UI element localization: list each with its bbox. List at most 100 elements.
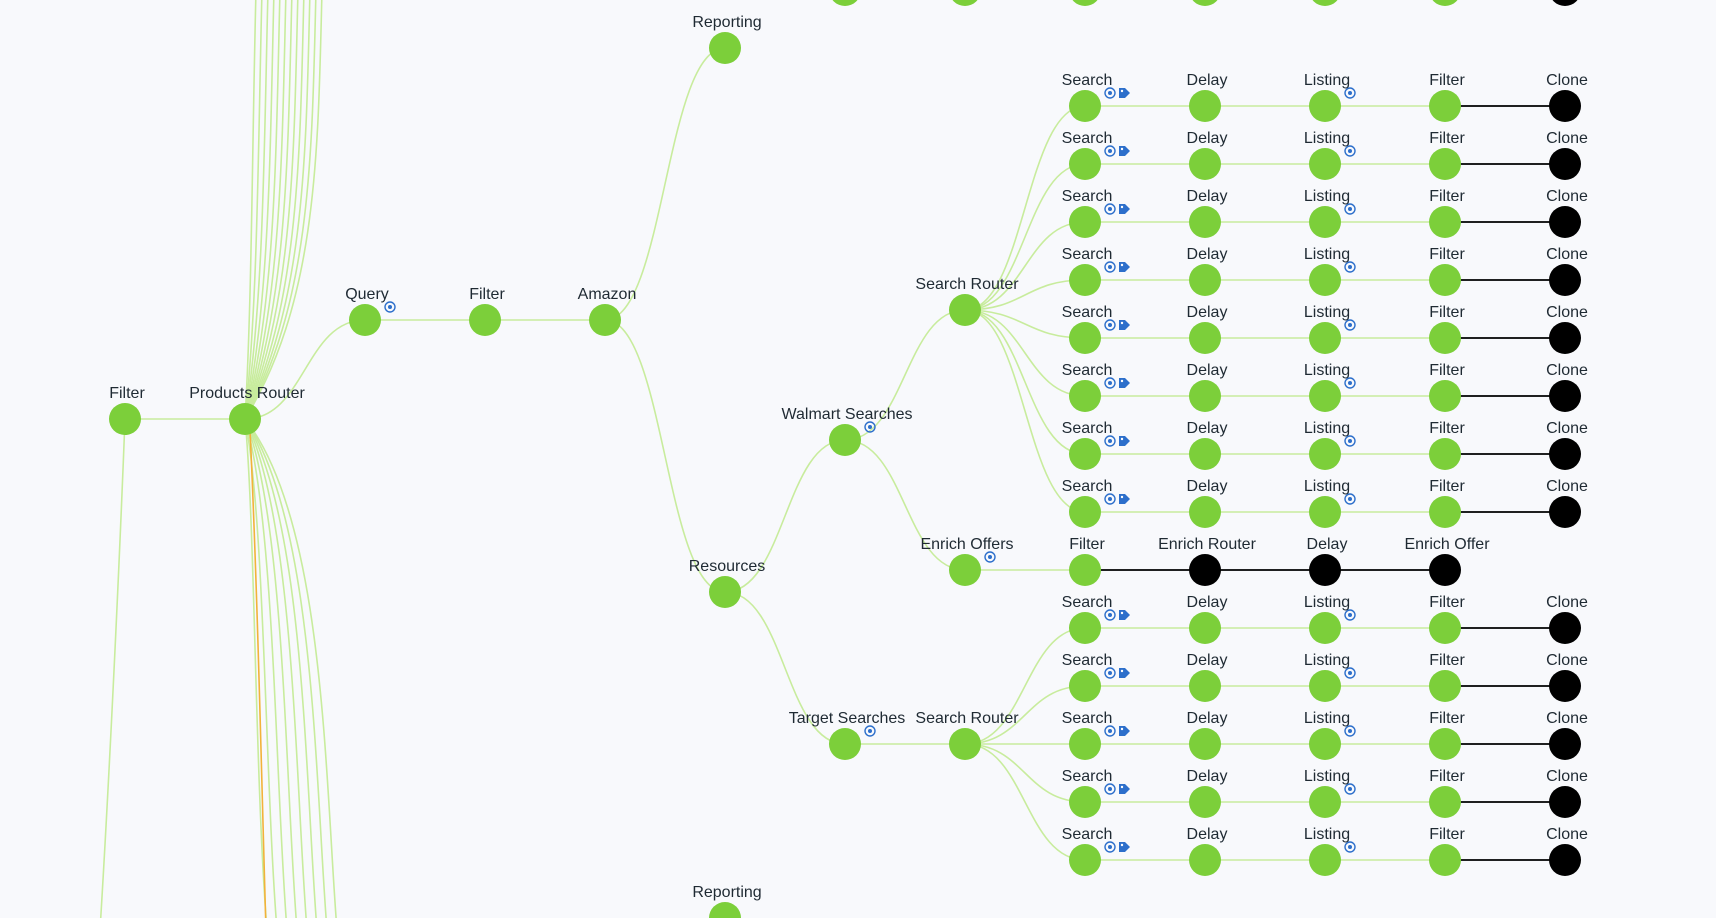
- node-listing[interactable]: [1309, 380, 1341, 412]
- node-filter[interactable]: [1429, 786, 1461, 818]
- node-walmart-searches-label: Walmart Searches: [782, 406, 913, 423]
- node-listing[interactable]: [1309, 670, 1341, 702]
- node-search[interactable]: [1069, 90, 1101, 122]
- node-amazon-label: Amazon: [578, 286, 637, 303]
- node-filter[interactable]: [1429, 496, 1461, 528]
- tag-icon: [1119, 436, 1130, 446]
- node-filter[interactable]: [469, 304, 501, 336]
- node-query[interactable]: [349, 304, 381, 336]
- node-search[interactable]: [1069, 786, 1101, 818]
- node-filter[interactable]: [1429, 90, 1461, 122]
- node-delay[interactable]: [1189, 844, 1221, 876]
- node-offscreen[interactable]: [1069, 0, 1101, 6]
- node-filter[interactable]: [1069, 554, 1101, 586]
- edge: [604, 47, 726, 321]
- node-reporting[interactable]: [709, 32, 741, 64]
- node-search[interactable]: [1069, 728, 1101, 760]
- node-clone[interactable]: [1549, 612, 1581, 644]
- node-filter[interactable]: [1429, 322, 1461, 354]
- node-listing[interactable]: [1309, 206, 1341, 238]
- node-search-label: Search: [1062, 478, 1113, 495]
- node-search[interactable]: [1069, 844, 1101, 876]
- node-search[interactable]: [1069, 264, 1101, 296]
- node-listing[interactable]: [1309, 264, 1341, 296]
- edge: [964, 743, 1086, 861]
- node-resources[interactable]: [709, 576, 741, 608]
- node-delay[interactable]: [1189, 90, 1221, 122]
- node-offscreen[interactable]: [1549, 0, 1581, 6]
- node-listing[interactable]: [1309, 612, 1341, 644]
- node-delay[interactable]: [1189, 670, 1221, 702]
- node-search[interactable]: [1069, 612, 1101, 644]
- node-clone[interactable]: [1549, 670, 1581, 702]
- node-filter[interactable]: [1429, 148, 1461, 180]
- node-amazon[interactable]: [589, 304, 621, 336]
- node-search[interactable]: [1069, 380, 1101, 412]
- node-clone[interactable]: [1549, 380, 1581, 412]
- node-listing[interactable]: [1309, 844, 1341, 876]
- node-delay[interactable]: [1189, 380, 1221, 412]
- target-icon: [1104, 783, 1116, 795]
- node-reporting-label: Reporting: [692, 14, 761, 31]
- node-delay[interactable]: [1189, 496, 1221, 528]
- node-clone[interactable]: [1549, 90, 1581, 122]
- node-listing[interactable]: [1309, 148, 1341, 180]
- node-offscreen[interactable]: [829, 0, 861, 6]
- node-delay[interactable]: [1189, 264, 1221, 296]
- node-clone[interactable]: [1549, 206, 1581, 238]
- node-reporting[interactable]: [709, 902, 741, 918]
- node-clone[interactable]: [1549, 438, 1581, 470]
- node-listing[interactable]: [1309, 438, 1341, 470]
- node-filter[interactable]: [109, 403, 141, 435]
- node-filter-label: Filter: [1429, 652, 1465, 669]
- node-delay[interactable]: [1189, 786, 1221, 818]
- tag-icon: [1119, 784, 1130, 794]
- node-search[interactable]: [1069, 496, 1101, 528]
- node-search[interactable]: [1069, 206, 1101, 238]
- node-search[interactable]: [1069, 438, 1101, 470]
- node-listing[interactable]: [1309, 496, 1341, 528]
- node-enrich-router[interactable]: [1189, 554, 1221, 586]
- node-enrich-offer[interactable]: [1429, 554, 1461, 586]
- node-offscreen[interactable]: [1429, 0, 1461, 6]
- node-search-router[interactable]: [949, 728, 981, 760]
- node-offscreen[interactable]: [949, 0, 981, 6]
- node-clone[interactable]: [1549, 786, 1581, 818]
- node-clone[interactable]: [1549, 148, 1581, 180]
- node-filter[interactable]: [1429, 844, 1461, 876]
- node-listing[interactable]: [1309, 322, 1341, 354]
- node-filter[interactable]: [1429, 380, 1461, 412]
- node-clone[interactable]: [1549, 496, 1581, 528]
- node-clone[interactable]: [1549, 322, 1581, 354]
- node-search[interactable]: [1069, 670, 1101, 702]
- node-filter[interactable]: [1429, 670, 1461, 702]
- node-delay[interactable]: [1189, 728, 1221, 760]
- node-enrich-offers[interactable]: [949, 554, 981, 586]
- node-listing[interactable]: [1309, 786, 1341, 818]
- node-filter[interactable]: [1429, 728, 1461, 760]
- node-delay[interactable]: [1189, 322, 1221, 354]
- node-delay[interactable]: [1309, 554, 1341, 586]
- node-filter[interactable]: [1429, 612, 1461, 644]
- node-search[interactable]: [1069, 148, 1101, 180]
- node-listing-label: Listing: [1304, 130, 1350, 147]
- node-search-router[interactable]: [949, 294, 981, 326]
- node-target-searches[interactable]: [829, 728, 861, 760]
- node-listing[interactable]: [1309, 90, 1341, 122]
- node-clone[interactable]: [1549, 844, 1581, 876]
- node-search[interactable]: [1069, 322, 1101, 354]
- node-offscreen[interactable]: [1189, 0, 1221, 6]
- node-filter[interactable]: [1429, 264, 1461, 296]
- node-delay[interactable]: [1189, 148, 1221, 180]
- node-listing[interactable]: [1309, 728, 1341, 760]
- node-filter[interactable]: [1429, 438, 1461, 470]
- node-walmart-searches[interactable]: [829, 424, 861, 456]
- node-clone[interactable]: [1549, 728, 1581, 760]
- node-delay[interactable]: [1189, 612, 1221, 644]
- node-filter[interactable]: [1429, 206, 1461, 238]
- node-delay[interactable]: [1189, 438, 1221, 470]
- node-clone[interactable]: [1549, 264, 1581, 296]
- node-offscreen[interactable]: [1309, 0, 1341, 6]
- node-delay[interactable]: [1189, 206, 1221, 238]
- node-products-router[interactable]: [229, 403, 261, 435]
